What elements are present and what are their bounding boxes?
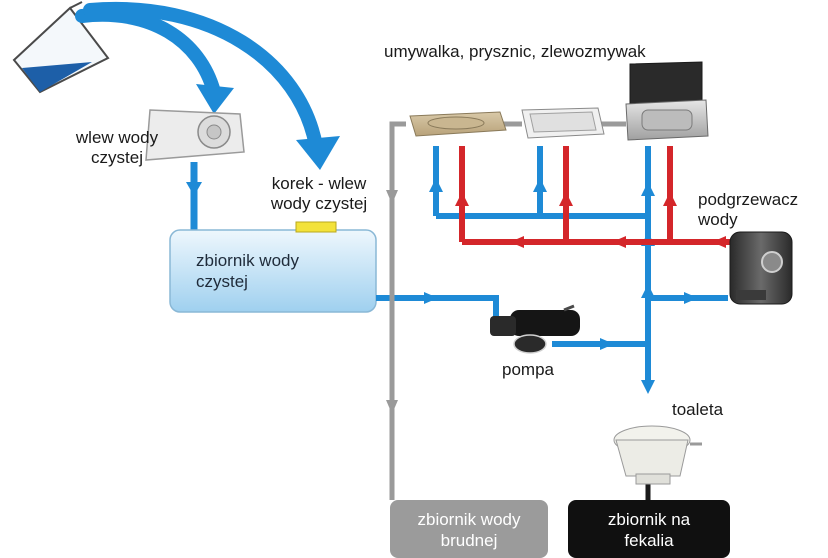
grey-water-pipes xyxy=(386,121,626,500)
toilet-label: toaleta xyxy=(672,400,724,419)
shower-tray-icon xyxy=(521,107,605,139)
hot-water-pipes xyxy=(455,146,730,248)
pour-arrow-to-cap xyxy=(83,1,323,153)
pour-arrow-to-cap-head xyxy=(296,136,340,170)
cold-water-pipes xyxy=(376,146,728,394)
fixtures-label: umywalka, prysznic, zlewozmywak xyxy=(384,42,646,61)
toilet-icon xyxy=(613,425,702,485)
pipe-inlet-arrow xyxy=(186,182,202,196)
tank-black-label: zbiornik na fekalia xyxy=(607,510,691,550)
pump-label: pompa xyxy=(502,360,554,379)
tank-grey-label: zbiornik wody brudnej xyxy=(417,510,521,550)
water-jug-icon xyxy=(12,1,110,94)
pump-icon xyxy=(490,304,580,354)
water-heater-icon xyxy=(729,231,793,305)
kitchen-sink-icon xyxy=(625,61,709,141)
fill-inlet-icon xyxy=(145,109,245,161)
tank-grey xyxy=(390,500,548,558)
pour-arrow-to-inlet-head xyxy=(196,84,234,114)
inlet-label: wlew wody czystej xyxy=(75,128,159,167)
cap-label: korek - wlew wody czystej xyxy=(270,174,368,213)
tank-cap xyxy=(295,221,337,233)
tank-clean-label: zbiornik wody czystej xyxy=(196,251,299,291)
tank-clean xyxy=(169,229,377,313)
tank-black xyxy=(568,500,730,558)
washbasin-icon xyxy=(409,111,507,137)
heater-label: podgrzewacz wody xyxy=(698,190,799,229)
